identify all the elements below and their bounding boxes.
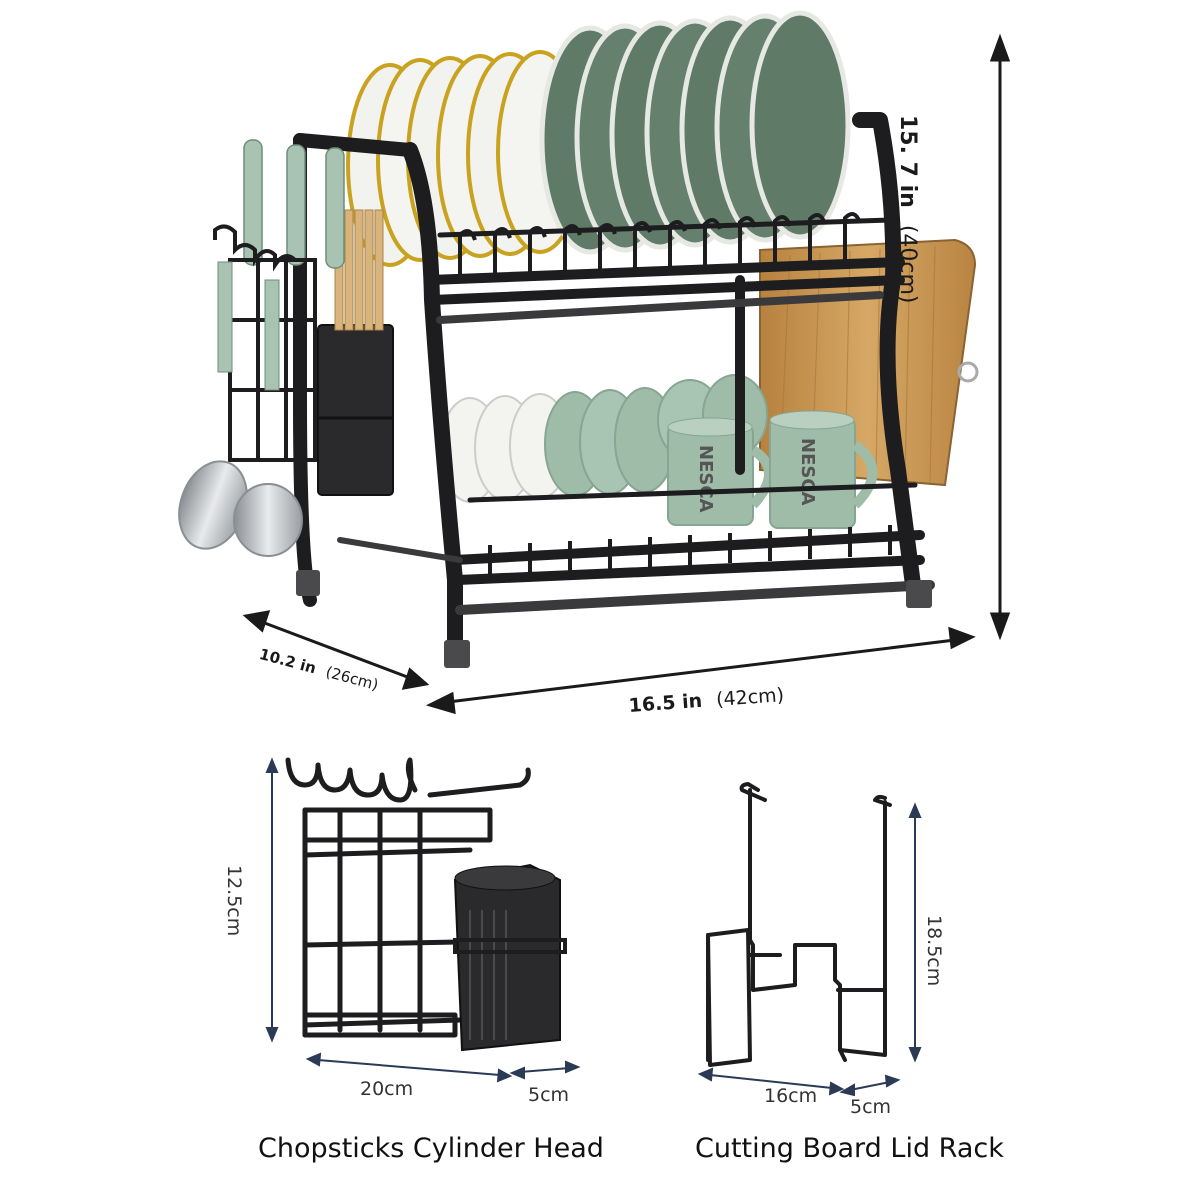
green-plates	[539, 10, 851, 255]
board-rack-diagram: 18.5cm 16cm 5cm Cutting Board Lid Rack	[600, 740, 1200, 1200]
knife-handles	[243, 139, 345, 269]
height-label: 15. 7 in (40cm)	[895, 115, 920, 304]
lower-spikes	[488, 525, 892, 575]
board-width-label: 16cm	[764, 1085, 818, 1107]
chopsticks-holder-wire	[285, 757, 563, 1038]
mug-right-text: NESCA	[797, 438, 818, 506]
mug-left-text: NESCA	[695, 445, 716, 513]
chopsticks	[334, 209, 384, 331]
chopsticks-width-label: 20cm	[360, 1078, 414, 1100]
ladles	[178, 261, 303, 557]
dimension-arrows	[242, 33, 1011, 715]
dish-rack-illustration: NESCA NESCA	[178, 10, 1011, 717]
board-depth-label: 5cm	[850, 1096, 892, 1118]
chopsticks-height-label: 12.5cm	[223, 865, 245, 937]
chopsticks-caption: Chopsticks Cylinder Head	[258, 1133, 604, 1164]
dish-rack-drawing: NESCA NESCA	[178, 10, 1011, 715]
board-height-label: 18.5cm	[923, 915, 945, 987]
chopsticks-holder-drawing	[265, 757, 581, 1083]
height-cm: (40cm)	[895, 224, 920, 304]
chopsticks-holder-dims	[265, 757, 581, 1083]
wire-basket	[213, 224, 317, 462]
board-rack-dims	[697, 802, 922, 1097]
mug-left: NESCA	[667, 417, 774, 526]
height-in: 15. 7 in	[895, 115, 920, 208]
board-caption: Cutting Board Lid Rack	[695, 1133, 1004, 1164]
chopsticks-cylinder	[453, 863, 567, 1052]
upper-spikes	[458, 212, 862, 275]
board-rack-drawing	[697, 782, 922, 1097]
board-rack-wire	[706, 782, 892, 1067]
rack-frame	[293, 112, 935, 648]
utensil-holder	[213, 139, 394, 496]
chopsticks-depth-label: 5cm	[528, 1084, 570, 1106]
chopsticks-holder-diagram: 12.5cm 20cm 5cm Chopsticks Cylinder Head	[0, 740, 604, 1200]
rack-feet	[296, 570, 932, 668]
